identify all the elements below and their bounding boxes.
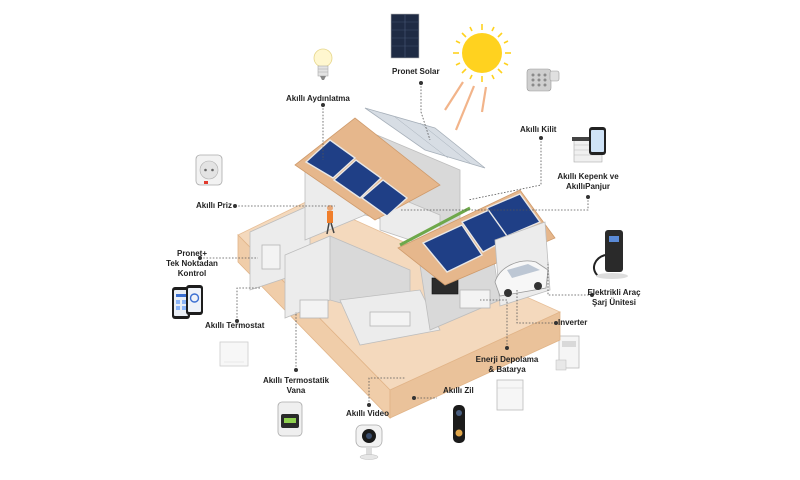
label-pronet-solar: Pronet Solar [392,67,440,76]
inverter-icon [555,335,580,371]
label-smart-doorbell: Akıllı Zil [443,386,474,395]
label-thermostatic-valve: Akıllı Termostatik Vana [262,376,330,395]
label-smart-video: Akıllı Video [346,409,389,418]
label-smart-lighting: Akıllı Aydınlatma [286,94,350,103]
label-smart-thermostat: Akıllı Termostat [205,321,265,330]
label-pronet-plus-control: Pronet+ Tek Noktadan Kontrol [166,249,218,278]
smart-socket-icon [195,154,223,186]
battery-storage-icon [496,379,524,411]
roof-solar-panels-main [304,139,409,217]
roof-solar-panels-wing [421,193,542,273]
solar-panel-product-icon [390,13,420,59]
label-smart-socket: Akıllı Priz [196,201,233,210]
label-inverter: Inverter [558,318,588,327]
electric-car-icon [494,260,549,297]
thermostat-icon [219,341,249,367]
leader-dots [198,81,594,407]
mobile-app-icon [172,285,203,319]
smart-shutter-icon [572,127,606,163]
smart-bulb-icon [313,48,333,80]
video-camera-icon [355,424,383,460]
sun-rays [444,81,488,131]
smart-lock-icon [526,68,560,92]
label-smart-shutter: Akıllı Kepenk ve AkıllıPanjur [557,172,619,191]
ev-charger-icon [593,230,628,279]
label-ev-charger: Elektrikli Araç Şarj Ünitesi [587,288,641,307]
leader-lines [200,83,592,405]
thermostatic-valve-icon [277,401,303,437]
person-figure [326,205,335,235]
sun-icon [453,24,511,82]
label-energy-storage: Enerji Depolama & Batarya [475,355,539,374]
doorbell-icon [453,405,465,443]
house-illustration [237,107,561,419]
label-smart-lock: Akıllı Kilit [520,125,557,134]
